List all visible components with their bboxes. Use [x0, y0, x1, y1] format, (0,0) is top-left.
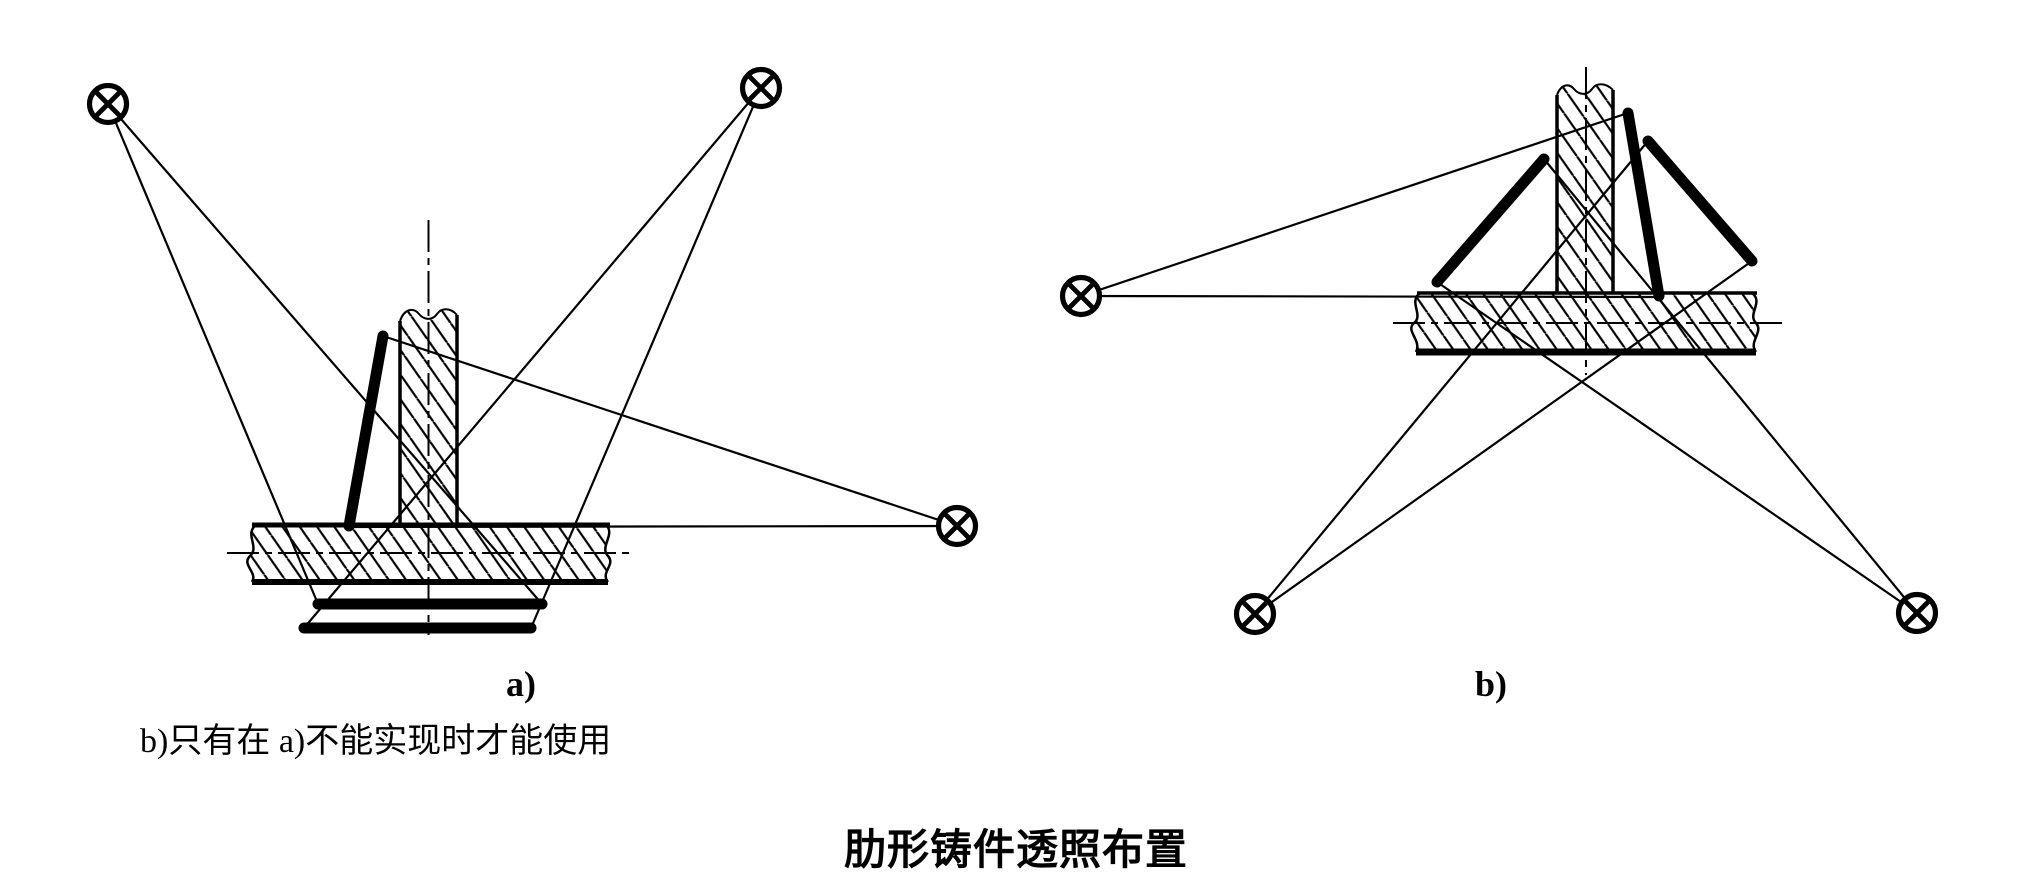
beam-lines-b: [1080, 111, 1918, 615]
radiation-source-icon: [1895, 591, 1939, 635]
film-strip-right-of-rib-inner: [1622, 107, 1665, 302]
radiation-source-icon: [86, 82, 130, 126]
plate-break-edge-left: [246, 524, 257, 583]
panel-a-label: a): [506, 664, 536, 704]
figure-note: b)只有在 a)不能实现时才能使用: [140, 722, 611, 760]
beam-line: [529, 87, 763, 629]
beam-line: [1080, 111, 1629, 298]
beam-line: [1254, 140, 1649, 615]
films-a: [298, 330, 548, 634]
beam-lines-a: [106, 87, 958, 629]
radiation-source-icon: [935, 504, 979, 548]
radiation-source-icon: [1059, 274, 1103, 318]
beam-line: [1254, 260, 1753, 615]
panel-b-diagram: [1059, 67, 1939, 636]
rib-break-edge: [399, 308, 458, 322]
beam-line: [382, 334, 958, 528]
figure-caption: 肋形铸件透照布置: [844, 825, 1188, 874]
rib-break-edge: [1556, 83, 1614, 96]
centerlines-b: [1393, 67, 1782, 375]
centerlines-a: [227, 220, 633, 635]
panel-a-diagram: [86, 66, 979, 635]
films-b: [1431, 107, 1758, 302]
film-strip-left-of-rib: [1431, 153, 1550, 288]
beam-line: [1543, 158, 1918, 614]
radiation-source-icon: [739, 66, 783, 110]
beam-line: [106, 103, 320, 605]
radiation-source-icon: [1233, 592, 1277, 636]
beam-line: [303, 87, 762, 629]
film-strip-rib-side: [343, 330, 389, 532]
plate-break-edge-right: [604, 524, 612, 583]
beam-line: [1436, 281, 1918, 614]
panel-b-label: b): [1475, 664, 1507, 704]
beam-line: [1080, 294, 1660, 299]
beam-line: [107, 103, 543, 605]
film-strip-right-of-rib-outer: [1642, 135, 1758, 267]
casting-outline-a: [246, 308, 612, 585]
